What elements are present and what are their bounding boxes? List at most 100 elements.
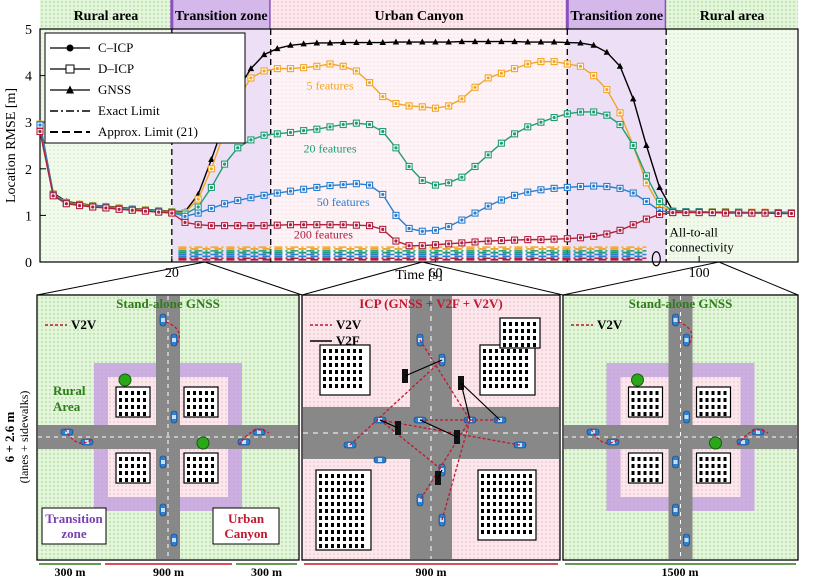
v2f-link	[460, 382, 471, 421]
building-window	[529, 481, 532, 485]
building-window	[361, 509, 364, 513]
building-window	[501, 370, 504, 374]
building-window	[143, 412, 146, 416]
x-tick-label: 20	[165, 266, 179, 281]
building-window	[193, 398, 196, 402]
building-window	[711, 464, 715, 468]
cicp-marker	[776, 211, 780, 216]
building-window	[711, 405, 715, 409]
cicp-marker	[473, 240, 477, 244]
building-window	[511, 481, 514, 485]
building-window	[205, 464, 208, 468]
building-window	[331, 481, 334, 485]
legend-dicp-marker	[65, 64, 75, 74]
vehicle-window	[591, 430, 595, 434]
building-window	[527, 329, 530, 333]
scenario-panels: Stand-alone GNSSV2VRuralAreaTransitionzo…	[2, 261, 799, 579]
all-to-all-label-1: All-to-all	[669, 224, 718, 239]
building-window	[211, 478, 214, 482]
building-window	[507, 377, 510, 381]
cicp-marker	[341, 64, 345, 68]
building-window	[517, 509, 520, 513]
building-window	[143, 457, 146, 461]
building-window	[325, 516, 328, 520]
building-window	[119, 457, 122, 461]
cicp-marker	[288, 189, 293, 193]
cicp-marker	[38, 123, 42, 127]
building-window	[511, 509, 514, 513]
gnss-marker	[485, 38, 492, 45]
building-window	[517, 495, 520, 499]
cicp-marker	[77, 204, 82, 208]
cicp-marker	[526, 62, 530, 66]
building-window	[341, 370, 344, 374]
building-window	[343, 530, 346, 534]
building-window	[199, 398, 202, 402]
building-window	[517, 488, 520, 492]
building-window	[481, 481, 484, 485]
legend-entry: Exact Limit	[98, 103, 160, 118]
gnss-marker	[524, 38, 531, 45]
building-window	[119, 398, 122, 402]
zone-label: Transition zone	[570, 9, 663, 24]
cicp-marker	[196, 223, 200, 227]
building-window	[483, 356, 486, 360]
cicp-marker	[539, 120, 543, 124]
cicp-marker	[381, 129, 385, 134]
v2v-link	[737, 429, 769, 446]
y-axis-title: Location RMSE [m]	[4, 88, 19, 203]
building-window	[723, 405, 727, 409]
building-window	[343, 502, 346, 506]
building-window	[495, 356, 498, 360]
building-window	[533, 336, 536, 340]
v2v-link	[238, 429, 270, 446]
building-window	[329, 384, 332, 388]
gnss-marker	[405, 38, 413, 45]
building-window	[521, 322, 524, 326]
y-tick-label: 3	[25, 116, 32, 131]
gnss-marker	[366, 39, 373, 46]
cicp-marker	[302, 66, 306, 70]
building-window	[637, 457, 641, 461]
cicp-marker	[341, 122, 345, 127]
building-window	[137, 398, 140, 402]
building-window	[343, 509, 346, 513]
building-window	[137, 471, 140, 475]
building-window	[131, 412, 134, 416]
cicp-marker	[302, 128, 306, 133]
building-window	[501, 377, 504, 381]
building-window	[699, 457, 703, 461]
building-window	[655, 478, 659, 482]
building-window	[525, 356, 528, 360]
building-window	[211, 457, 214, 461]
building-window	[319, 537, 322, 541]
building-window	[319, 523, 322, 527]
building-window	[495, 349, 498, 353]
vehicle	[736, 438, 750, 446]
vehicle	[80, 438, 94, 446]
urban-callout-1: Urban	[228, 511, 265, 526]
building-window	[637, 391, 641, 395]
cicp-marker	[341, 183, 345, 187]
vehicle-window	[673, 460, 678, 464]
building-window	[519, 377, 522, 381]
building-window	[495, 370, 498, 374]
cicp-marker	[447, 104, 451, 108]
cicp-marker	[367, 224, 372, 228]
building-window	[331, 509, 334, 513]
cicp-marker	[381, 94, 385, 99]
building-window	[487, 530, 490, 534]
building-window	[199, 412, 202, 416]
building-window	[699, 471, 703, 475]
cicp-marker	[447, 224, 451, 229]
building-window	[517, 523, 520, 527]
y-tick-label: 1	[25, 209, 32, 224]
building-window	[511, 523, 514, 527]
cicp-marker	[249, 76, 253, 80]
building-window	[705, 478, 709, 482]
building-window	[329, 349, 332, 353]
building-window	[341, 377, 344, 381]
vehicle-window	[673, 318, 678, 322]
building-window	[349, 544, 352, 548]
